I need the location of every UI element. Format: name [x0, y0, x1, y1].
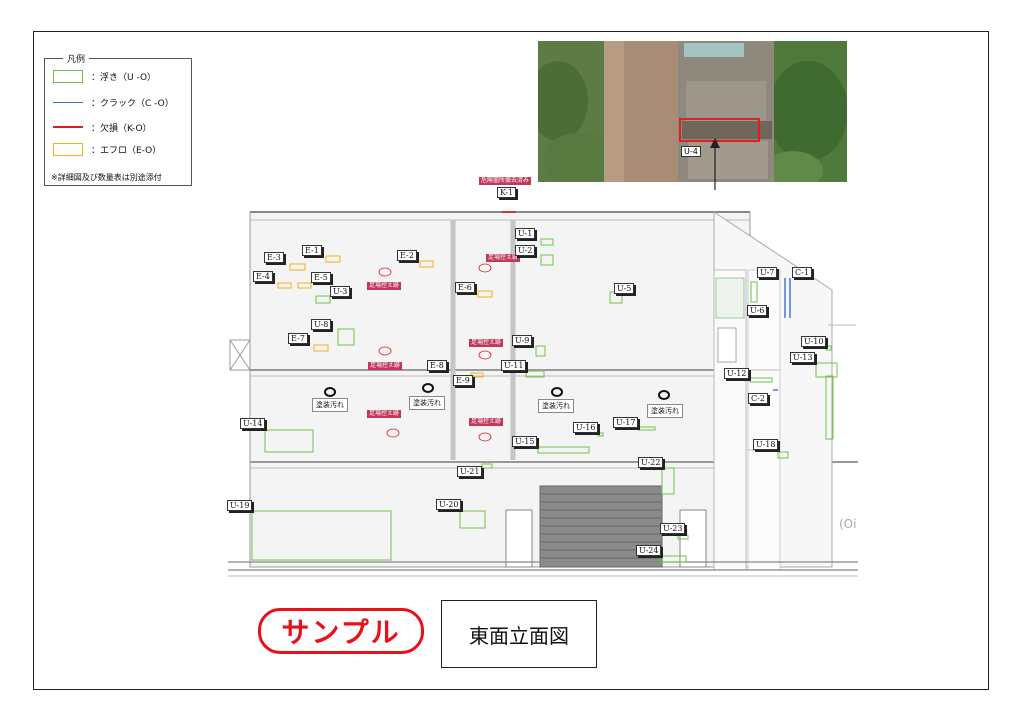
paint-stain-label: 塗装汚れ — [312, 398, 348, 412]
missing-symbol-icon — [53, 121, 83, 133]
defect-label-u2: U-2 — [515, 245, 538, 258]
defect-label-u23: U-23 — [660, 523, 689, 536]
drawing-title: 東面立面図 — [441, 600, 597, 668]
scaffold-note: 足場控え跡 — [367, 282, 402, 290]
roof-aerial-photo — [538, 41, 847, 182]
paint-stain-label: 塗装汚れ — [538, 399, 574, 413]
scaffold-note: 足場控え跡 — [469, 418, 504, 426]
legend-label-crack: ：クラック（C -O） — [91, 98, 174, 109]
legend-box: 凡例 ：浮き（U -O） ：クラック（C -O） ：欠損（K-O） ：エフロ（E… — [44, 52, 192, 186]
defect-label-u18: U-18 — [753, 439, 782, 452]
defect-label-u10: U-10 — [801, 336, 830, 349]
legend-item-missing: ：欠損（K-O） — [53, 119, 152, 135]
defect-label-u11: U-11 — [501, 360, 530, 373]
defect-label-u20: U-20 — [436, 499, 465, 512]
defect-label-u3: U-3 — [330, 286, 353, 299]
legend-title: 凡例 — [63, 52, 90, 65]
defect-label-u9: U-9 — [512, 335, 535, 348]
drawing-frame — [33, 31, 989, 690]
scaffold-note: 足場控え跡 — [486, 254, 521, 262]
legend-item-float: ：浮き（U -O） — [53, 68, 156, 84]
defect-label-u13: U-13 — [790, 352, 819, 365]
defect-label-u14: U-14 — [240, 418, 269, 431]
defect-label-u5: U-5 — [614, 283, 637, 296]
defect-label-u12: U-12 — [724, 368, 753, 381]
defect-label-u6: U-6 — [747, 305, 770, 318]
scaffold-note: 足場控え跡 — [368, 362, 403, 370]
defect-label-c2: C-2 — [748, 393, 770, 406]
paint-stain-label: 塗装汚れ — [647, 404, 683, 418]
defect-label-e4: E-4 — [253, 271, 275, 284]
defect-label-e7: E-7 — [288, 333, 310, 346]
sample-stamp: サンプル — [258, 608, 424, 654]
photo-label-u4: U-4 — [681, 146, 701, 157]
defect-label-e6: E-6 — [455, 282, 477, 295]
defect-label-e8: E-8 — [427, 360, 449, 373]
defect-label-u21: U-21 — [457, 466, 486, 479]
paint-stain-label: 塗装汚れ — [409, 396, 445, 410]
defect-label-u1: U-1 — [515, 228, 538, 241]
defect-label-u15: U-15 — [512, 436, 541, 449]
legend-label-missing: ：欠損（K-O） — [91, 123, 152, 134]
legend-label-efflo: ：エフロ（E-O） — [91, 145, 162, 156]
defect-label-e1: E-1 — [302, 245, 324, 258]
defect-label-e2: E-2 — [397, 250, 419, 263]
edge-text: (Oi — [839, 517, 856, 531]
danger-removed-note: 危険箇所撤去済み — [479, 177, 532, 185]
float-symbol-icon — [53, 69, 83, 83]
efflo-symbol-icon — [53, 142, 83, 156]
defect-label-e3: E-3 — [264, 252, 286, 265]
defect-label-u8: U-8 — [311, 319, 334, 332]
legend-note: ※詳細図及び数量表は別途添付 — [51, 173, 162, 182]
scaffold-note: 足場控え跡 — [367, 410, 402, 418]
crack-symbol-icon — [53, 96, 83, 108]
defect-label-u19: U-19 — [227, 500, 256, 513]
defect-label-e9: E-9 — [453, 375, 475, 388]
defect-label-u22: U-22 — [638, 457, 667, 470]
defect-label-u16: U-16 — [573, 422, 602, 435]
defect-label-u7: U-7 — [757, 267, 780, 280]
scaffold-note: 足場控え跡 — [469, 339, 504, 347]
defect-label-k1: K-1 — [497, 187, 519, 200]
elevation-drawing: (Oi — [228, 190, 858, 590]
defect-label-u24: U-24 — [636, 545, 665, 558]
legend-label-float: ：浮き（U -O） — [91, 72, 157, 83]
defect-label-e5: E-5 — [311, 272, 333, 285]
defect-label-u17: U-17 — [613, 417, 642, 430]
legend-item-crack: ：クラック（C -O） — [53, 94, 174, 110]
defect-label-c1: C-1 — [792, 267, 814, 280]
legend-item-efflo: ：エフロ（E-O） — [53, 141, 161, 157]
